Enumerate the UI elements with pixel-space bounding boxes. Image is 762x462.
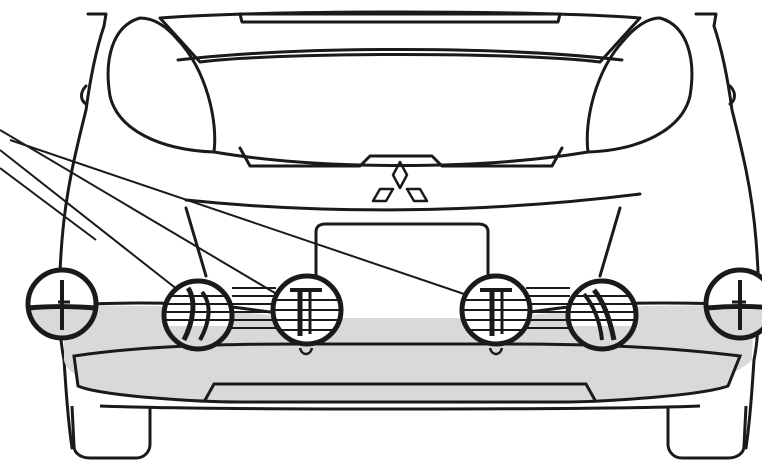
leader-line-3	[9, 139, 471, 297]
leader-line-1	[0, 129, 281, 297]
body-side-left	[57, 24, 106, 450]
body-line-left	[184, 206, 208, 278]
bumper-bottom	[99, 404, 701, 411]
tailgate-upper-line	[176, 48, 624, 62]
tire-right	[666, 405, 748, 460]
leader-lines	[0, 129, 471, 297]
leader-line-4	[0, 167, 97, 241]
bumper-bump-right	[488, 347, 504, 356]
handle-garnish	[238, 146, 564, 168]
leader-line-2	[0, 149, 179, 291]
spoiler	[238, 12, 562, 24]
license-plate-recess	[314, 222, 490, 298]
tail-light-left	[106, 16, 217, 154]
tires	[70, 405, 748, 460]
tail-light-right	[585, 16, 694, 154]
callout-circles	[25, 267, 762, 352]
mirror-left	[80, 84, 88, 106]
bumper-lower-fill	[72, 342, 743, 404]
callout-clip-left-vent	[161, 278, 235, 352]
car-body	[57, 10, 761, 450]
callout-clip-left-edge	[25, 267, 99, 341]
tailgate-lower-line	[212, 150, 590, 167]
callout-clip-center-left	[270, 273, 344, 347]
three-diamond-emblem	[371, 160, 429, 203]
callout-clip-right-vent	[565, 278, 639, 352]
bumper-bump-left	[298, 347, 314, 356]
mirror-right	[728, 84, 736, 106]
callout-clip-right-edge	[703, 267, 762, 341]
body-side-right	[712, 24, 761, 450]
callout-clip-center-right	[459, 273, 533, 347]
roof-edge-right	[694, 12, 718, 28]
bumper-vents	[232, 287, 570, 329]
rear-window	[158, 10, 642, 64]
bumper-lower-step	[202, 382, 598, 403]
body-crease	[184, 192, 642, 212]
body-line-right	[598, 206, 622, 278]
tire-left	[70, 405, 152, 460]
roof-edge-left	[86, 12, 108, 28]
